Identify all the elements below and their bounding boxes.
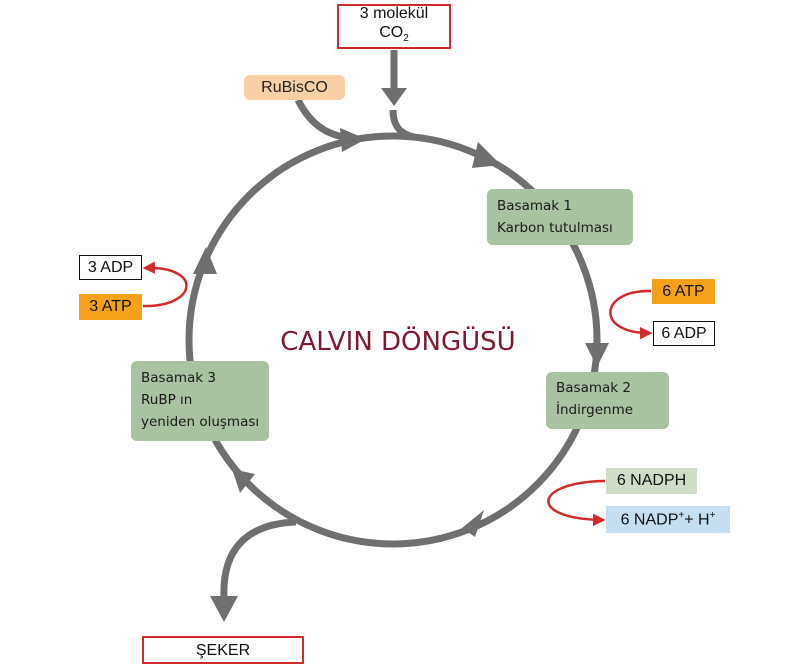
sugar-output-line <box>220 518 297 599</box>
step-2-title: Basamak 2 <box>556 380 631 396</box>
sugar-output-arrowhead <box>210 596 238 622</box>
rubisco-curve <box>294 98 361 143</box>
atp-adp-arrow-right <box>609 289 653 340</box>
step-1-box: Basamak 1 Karbon tutulması <box>487 189 633 245</box>
adp-3-text: 3 ADP <box>87 258 134 276</box>
co2-formula: CO2 <box>379 24 409 45</box>
step-1-subtitle: Karbon tutulması <box>497 220 613 236</box>
atp-3-text: 3 ATP <box>89 298 132 315</box>
sugar-output-box: ŞEKER <box>142 636 304 664</box>
step-3-title: Basamak 3 <box>141 370 216 386</box>
atp-adp-arrow-left <box>142 261 188 308</box>
co2-input-box: 3 molekül CO2 <box>337 4 451 49</box>
cycle-arrowhead-lower-left <box>232 469 255 493</box>
cycle-arrowhead-upper-right <box>472 142 501 168</box>
rubisco-enzyme-label: RuBisCO <box>244 75 345 100</box>
cycle-title: CALVIN DÖNGÜSÜ <box>280 325 515 357</box>
co2-join-curve <box>389 109 415 141</box>
nadph-text: 6 NADPH <box>616 472 687 489</box>
atp-6-text: 6 ATP <box>662 282 705 300</box>
cycle-arrowhead-left <box>193 247 217 274</box>
atp-3-box: 3 ATP <box>79 294 142 320</box>
cycle-arrowhead-lower-right <box>462 510 484 537</box>
cycle-arrowhead-right <box>585 343 609 367</box>
nadph-box: 6 NADPH <box>606 468 697 494</box>
step-3-line3: yeniden oluşması <box>141 414 260 430</box>
step-2-subtitle: İndirgenme <box>556 402 634 418</box>
sugar-text: ŞEKER <box>195 641 251 659</box>
adp-3-box: 3 ADP <box>79 255 142 280</box>
step-2-box: Basamak 2 İndirgenme <box>546 372 669 429</box>
adp-6-text: 6 ADP <box>661 324 707 342</box>
nadp-text: 6 NADP++ H+ <box>620 509 716 529</box>
step-3-line2: RuBP ın <box>141 392 193 408</box>
adp-6-box: 6 ADP <box>653 321 715 346</box>
nadp-box: 6 NADP++ H+ <box>606 506 730 533</box>
cycle-ring <box>185 132 601 548</box>
nadph-arrow <box>547 479 606 527</box>
co2-input-line1: 3 molekül <box>359 5 429 23</box>
rubisco-text: RuBisCO <box>261 78 328 96</box>
step-1-title: Basamak 1 <box>497 198 572 214</box>
co2-input-arrowhead <box>381 88 407 106</box>
step-3-box: Basamak 3 RuBP ın yeniden oluşması <box>131 361 269 441</box>
atp-6-box: 6 ATP <box>652 279 715 304</box>
